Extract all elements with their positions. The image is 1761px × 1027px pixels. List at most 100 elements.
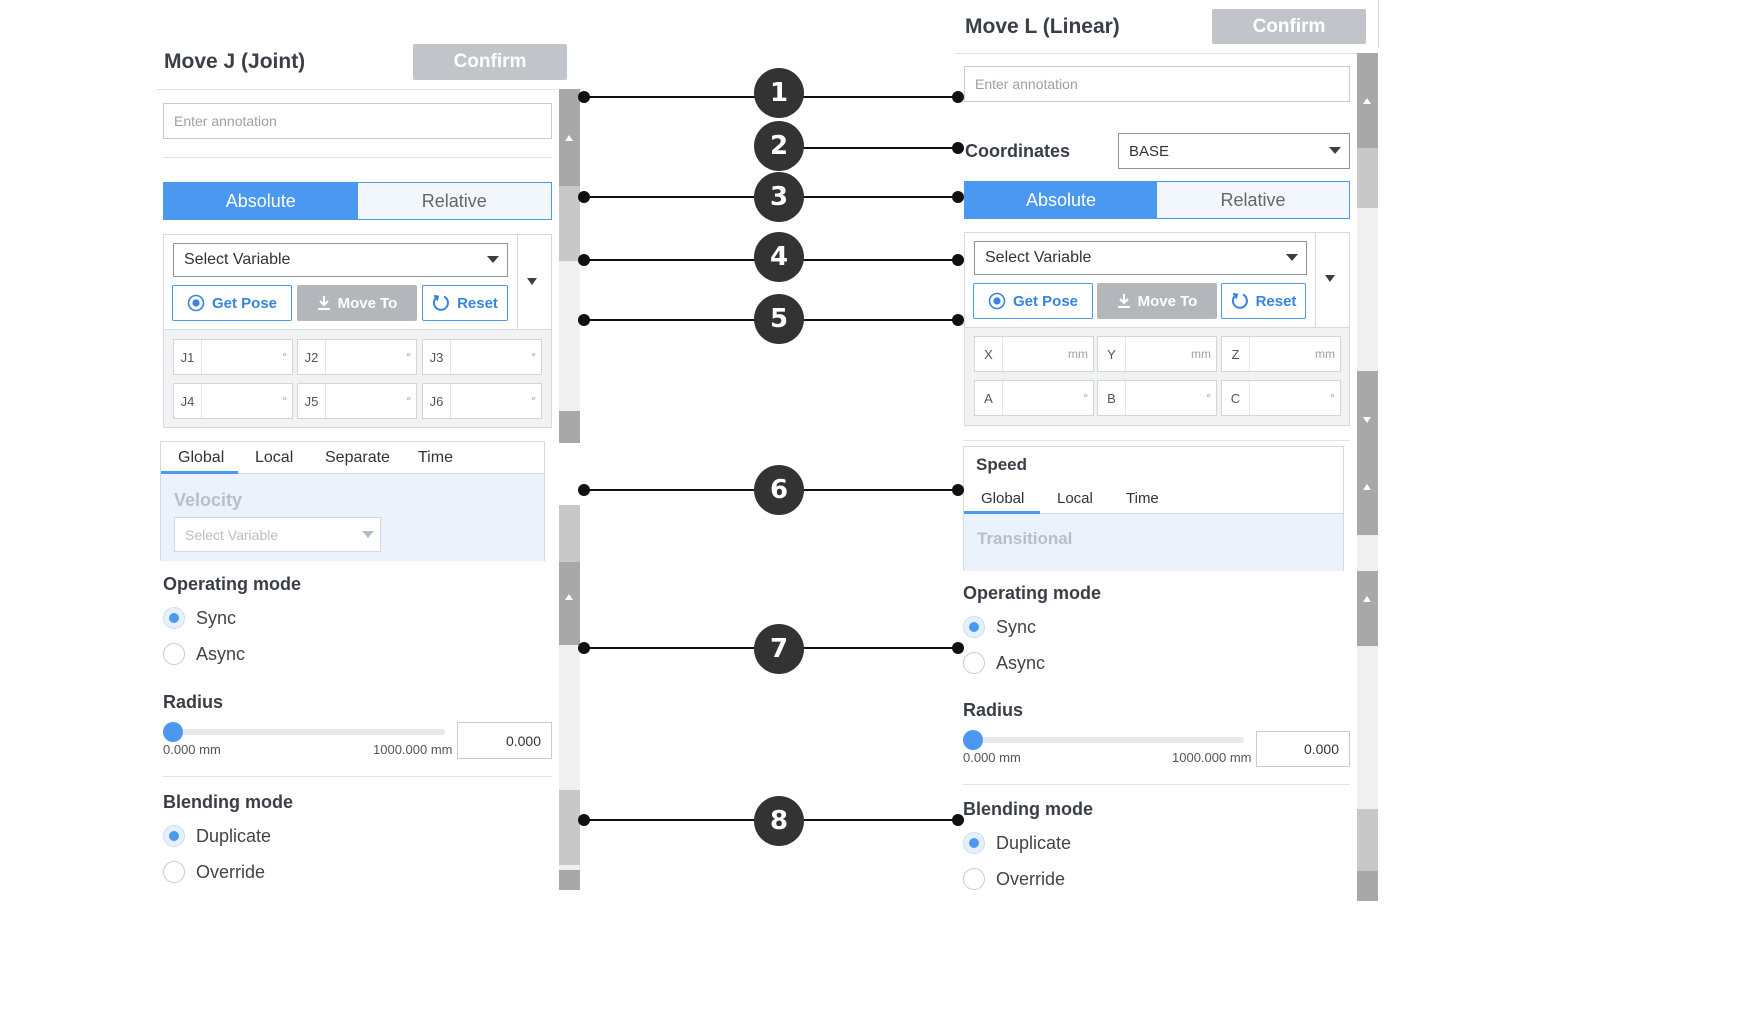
scrollbar-thumb[interactable] <box>1357 371 1378 443</box>
move-to-button[interactable]: Move To <box>297 285 417 321</box>
tab-local[interactable]: Local <box>1057 489 1093 507</box>
select-variable-dropdown[interactable]: Select Variable <box>173 243 508 277</box>
axis-field-b[interactable]: B° <box>1097 380 1217 416</box>
get-pose-button[interactable]: Get Pose <box>973 283 1093 319</box>
scroll-up-icon[interactable] <box>565 594 573 600</box>
radio-async-indicator <box>163 643 185 665</box>
get-pose-button[interactable]: Get Pose <box>172 285 292 321</box>
reset-label: Reset <box>457 294 498 312</box>
scrollbar-thumb[interactable] <box>559 870 580 890</box>
radio-sync-indicator <box>963 616 985 638</box>
connector-dot <box>578 484 590 496</box>
scroll-up-icon[interactable] <box>1363 596 1371 602</box>
tab-relative[interactable]: Relative <box>1157 182 1349 218</box>
radius-slider-track[interactable] <box>973 737 1244 743</box>
joint-field-j1[interactable]: J1° <box>173 339 293 375</box>
blending-mode-label: Blending mode <box>163 792 293 812</box>
reset-label: Reset <box>1255 292 1297 310</box>
refresh-icon <box>433 295 449 311</box>
scroll-down-icon[interactable] <box>1363 417 1371 423</box>
tab-time[interactable]: Time <box>1126 489 1159 507</box>
scroll-up-icon[interactable] <box>1363 98 1371 104</box>
tab-active-underline <box>964 511 1040 514</box>
scrollbar-thumb[interactable] <box>559 562 580 645</box>
scrollbar[interactable] <box>1357 53 1378 443</box>
scrollbar[interactable] <box>559 505 580 890</box>
expand-chevron-icon[interactable] <box>1325 275 1335 282</box>
transitional-area <box>964 514 1343 571</box>
annotation-input[interactable]: Enter annotation <box>964 66 1350 102</box>
confirm-button[interactable]: Confirm <box>413 44 567 80</box>
annotation-input[interactable]: Enter annotation <box>163 103 552 139</box>
connector-dot <box>952 814 964 826</box>
tab-relative[interactable]: Relative <box>357 183 551 219</box>
radio-sync-label: Sync <box>996 616 1037 637</box>
radio-async-label: Async <box>996 652 1046 673</box>
tab-global[interactable]: Global <box>178 449 225 466</box>
joint-field-j3[interactable]: J3° <box>422 339 542 375</box>
radius-slider-track[interactable] <box>173 729 445 735</box>
scrollbar[interactable] <box>1357 443 1378 901</box>
radio-override[interactable]: Override <box>163 861 265 883</box>
expand-chevron-icon[interactable] <box>527 278 537 285</box>
coordinates-dropdown[interactable]: BASE <box>1118 133 1350 169</box>
radio-async[interactable]: Async <box>163 643 245 665</box>
tab-time[interactable]: Time <box>418 449 453 466</box>
radio-sync[interactable]: Sync <box>963 616 1036 638</box>
radio-duplicate[interactable]: Duplicate <box>163 825 271 847</box>
joint-field-j2[interactable]: J2° <box>297 339 417 375</box>
axis-field-a[interactable]: A° <box>974 380 1094 416</box>
confirm-button[interactable]: Confirm <box>1212 9 1366 44</box>
scrollbar-thumb-lower[interactable] <box>1357 148 1378 208</box>
download-icon <box>1117 294 1130 308</box>
connector-dot <box>578 642 590 654</box>
select-variable-dropdown[interactable]: Select Variable <box>974 241 1307 275</box>
scrollbar-thumb[interactable] <box>1357 809 1378 871</box>
joint-field-j4[interactable]: J4° <box>173 383 293 419</box>
move-to-button[interactable]: Move To <box>1097 283 1217 319</box>
tab-absolute[interactable]: Absolute <box>965 182 1157 218</box>
connector-dot <box>952 314 964 326</box>
radio-duplicate[interactable]: Duplicate <box>963 832 1071 854</box>
radius-input[interactable]: 0.000 <box>1256 731 1350 767</box>
radio-override[interactable]: Override <box>963 868 1065 890</box>
scrollbar-thumb[interactable] <box>559 505 580 562</box>
tab-separate[interactable]: Separate <box>325 449 390 466</box>
radius-min-label: 0.000 mm <box>163 742 221 757</box>
speed-panel <box>160 441 545 561</box>
tab-local[interactable]: Local <box>255 449 294 466</box>
callout-badge-7: 7 <box>754 624 804 674</box>
velocity-label: Velocity <box>174 490 243 510</box>
joint-field-j5[interactable]: J5° <box>297 383 417 419</box>
radio-async[interactable]: Async <box>963 652 1045 674</box>
joint-field-j6[interactable]: J6° <box>422 383 542 419</box>
scrollbar[interactable] <box>559 89 580 443</box>
velocity-select[interactable]: Select Variable <box>174 517 381 552</box>
reset-button[interactable]: Reset <box>1221 283 1306 319</box>
tab-global[interactable]: Global <box>981 489 1025 507</box>
radio-sync[interactable]: Sync <box>163 607 236 629</box>
chevron-down-icon <box>362 531 374 538</box>
scrollbar-thumb[interactable] <box>1357 571 1378 646</box>
radius-slider-knob[interactable] <box>163 722 183 742</box>
scroll-up-icon[interactable] <box>565 135 573 141</box>
scroll-up-icon[interactable] <box>1363 484 1371 490</box>
radio-sync-label: Sync <box>196 607 237 628</box>
axis-field-c[interactable]: C° <box>1221 380 1341 416</box>
radius-input[interactable]: 0.000 <box>457 722 552 759</box>
tabs-divider <box>1040 513 1343 514</box>
scrollbar-thumb[interactable] <box>1357 871 1378 901</box>
radio-override-indicator <box>963 868 985 890</box>
get-pose-label: Get Pose <box>211 294 278 312</box>
reset-button[interactable]: Reset <box>422 285 508 321</box>
tab-absolute[interactable]: Absolute <box>164 183 358 219</box>
radius-max-label: 1000.000 mm <box>373 742 453 757</box>
scrollbar-thumb[interactable] <box>559 790 580 865</box>
scrollbar-thumb[interactable] <box>559 411 580 443</box>
transitional-label: Transitional <box>977 529 1073 548</box>
radius-slider-knob[interactable] <box>963 730 983 750</box>
scrollbar-thumb-lower[interactable] <box>559 186 580 261</box>
